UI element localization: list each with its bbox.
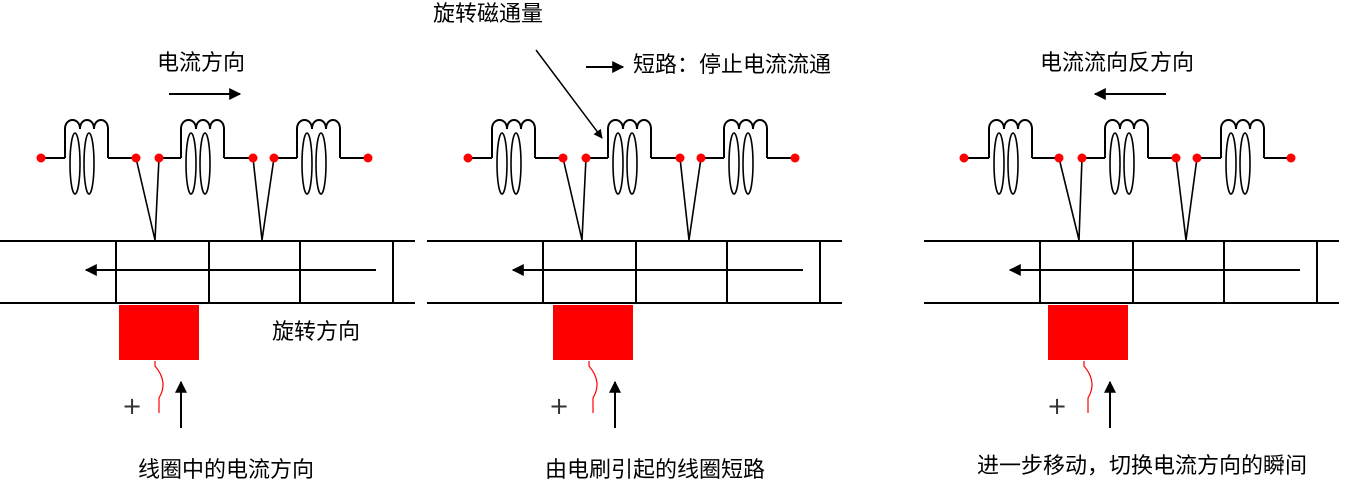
terminal-dot	[1077, 153, 1087, 163]
coil-loop	[83, 132, 95, 195]
coil-loop	[69, 132, 81, 195]
coil-loop	[742, 132, 754, 195]
coil-loop	[728, 132, 740, 195]
coil-loop	[315, 132, 327, 195]
coil-winding	[491, 119, 536, 158]
terminal-dot	[463, 153, 473, 163]
terminal-dot	[363, 153, 373, 163]
commutator-riser	[679, 157, 702, 241]
brush	[119, 305, 199, 360]
commutator-riser	[135, 157, 160, 241]
brush-lead-wire	[154, 361, 164, 413]
commutator-riser	[1175, 157, 1198, 241]
short-circuit-label: 短路：停止电流流通	[633, 53, 832, 78]
terminal-dot	[696, 153, 706, 163]
terminal-dot	[248, 153, 258, 163]
coil-winding	[1104, 119, 1149, 158]
coil-winding	[1220, 119, 1265, 158]
coil-winding	[723, 119, 768, 158]
coil-winding	[64, 119, 109, 158]
brush	[553, 305, 633, 360]
current-direction-label: 电流方向	[157, 51, 246, 76]
coil-loop	[199, 132, 211, 195]
coil-loop	[1225, 132, 1237, 195]
coil-loop	[1109, 132, 1121, 195]
terminal-dot	[1286, 153, 1296, 163]
coil-loop	[612, 132, 624, 195]
panel-1-caption: 线圈中的电流方向	[138, 458, 315, 483]
coil-loop	[185, 132, 197, 195]
commutator-riser	[1058, 157, 1083, 241]
terminal-dot	[154, 153, 164, 163]
reversed-current-label: 电流流向反方向	[1040, 51, 1195, 76]
positive-terminal-label: +	[1047, 392, 1068, 420]
brush	[1048, 305, 1128, 360]
rotation-direction-label: 旋转方向	[272, 320, 361, 345]
commutator-riser	[252, 157, 275, 241]
terminal-dot	[36, 153, 46, 163]
terminal-dot	[959, 153, 969, 163]
commutator-riser	[562, 157, 587, 241]
coil-loop	[1123, 132, 1135, 195]
brush-lead-wire	[588, 361, 598, 413]
coil-winding	[607, 119, 652, 158]
coil-loop	[626, 132, 638, 195]
panel-2-caption: 由电刷引起的线圈短路	[545, 458, 766, 483]
coil-loop	[496, 132, 508, 195]
positive-terminal-label: +	[549, 392, 570, 420]
brush-lead-wire	[1083, 361, 1093, 413]
terminal-dot	[1171, 153, 1181, 163]
coil-winding	[296, 119, 341, 158]
flux-pointer-arrow	[535, 49, 603, 139]
coil-winding	[988, 119, 1033, 158]
panel-1	[0, 119, 415, 428]
terminal-dot	[269, 153, 279, 163]
rotating-flux-label: 旋转磁通量	[433, 2, 544, 27]
panel-3-caption: 进一步移动，切换电流方向的瞬间	[977, 454, 1308, 479]
positive-terminal-label: +	[122, 392, 143, 420]
coil-loop	[1007, 132, 1019, 195]
coil-loop	[993, 132, 1005, 195]
terminal-dot	[558, 153, 568, 163]
coil-loop	[1239, 132, 1251, 195]
terminal-dot	[1054, 153, 1064, 163]
panel-3	[924, 119, 1339, 428]
coil-loop	[301, 132, 313, 195]
terminal-dot	[675, 153, 685, 163]
terminal-dot	[581, 153, 591, 163]
terminal-dot	[1192, 153, 1202, 163]
coil-loop	[510, 132, 522, 195]
terminal-dot	[790, 153, 800, 163]
terminal-dot	[131, 153, 141, 163]
panel-2	[427, 119, 842, 428]
coil-winding	[180, 119, 225, 158]
